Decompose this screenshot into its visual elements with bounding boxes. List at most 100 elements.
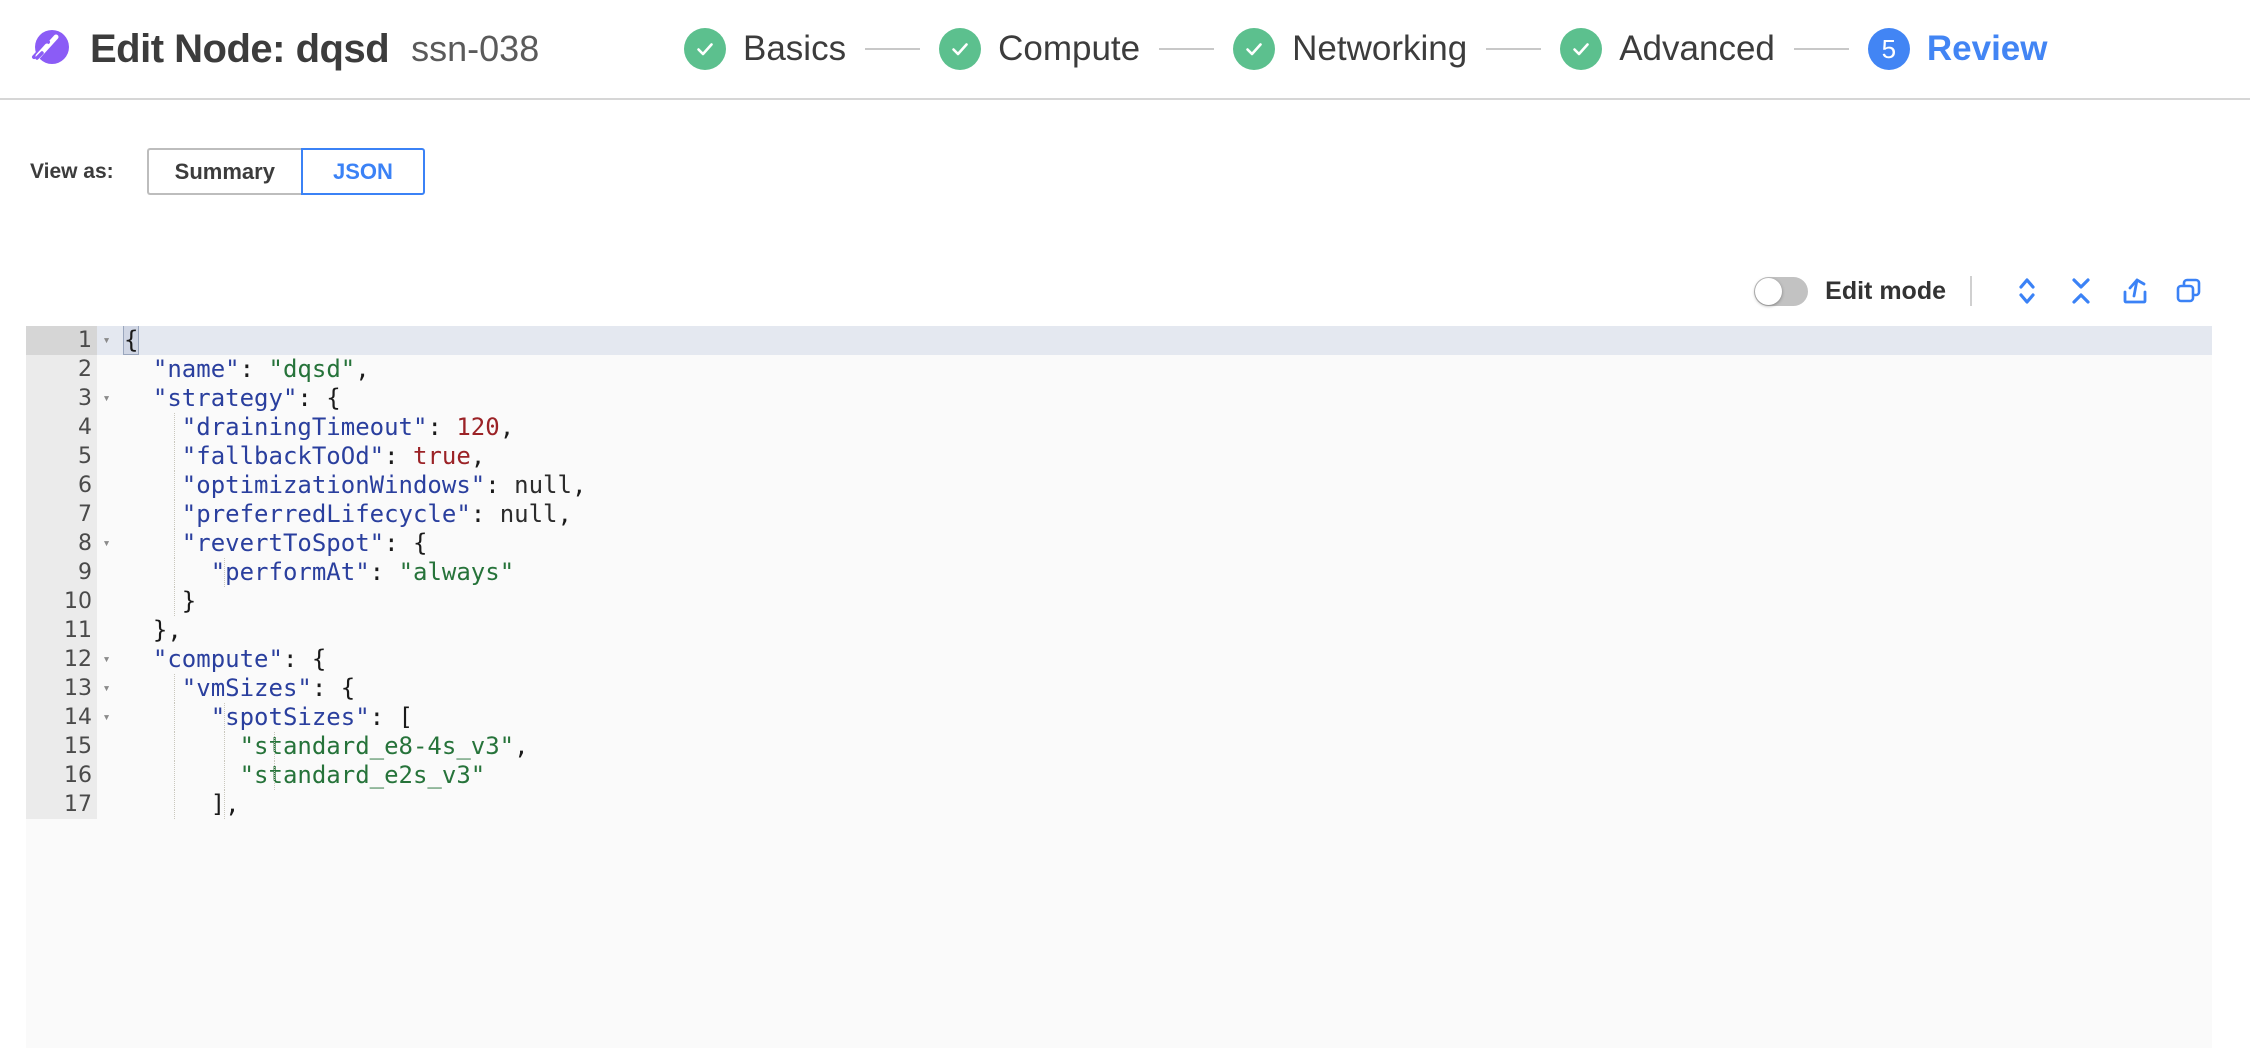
indent-guide (224, 558, 225, 587)
stepper-item-basics[interactable]: Basics (684, 28, 846, 70)
indent-space (124, 790, 211, 818)
stepper-item-advanced[interactable]: Advanced (1560, 28, 1775, 70)
collapse-all-icon[interactable] (2058, 271, 2104, 311)
line-number: 13 (64, 676, 92, 701)
stepper-item-label: Review (1926, 29, 2048, 68)
step-number-badge: 5 (1867, 28, 1910, 70)
fold-toggle-icon[interactable]: ▾ (102, 652, 111, 667)
expand-all-icon[interactable] (2004, 271, 2050, 311)
code-token: , (571, 471, 587, 499)
code-line[interactable]: 9▾ "performAt": "always" (26, 558, 2212, 587)
check-icon (1560, 28, 1603, 70)
code-line[interactable]: 7▾ "preferredLifecycle": null, (26, 500, 2212, 529)
indent-guide (174, 674, 175, 703)
line-number: 7 (78, 502, 92, 527)
indent-space (124, 645, 153, 673)
code-token: "vmSizes" (181, 674, 312, 702)
code-token: , (470, 442, 486, 470)
code-text: "drainingTimeout": 120, (116, 413, 2212, 442)
indent-guide (224, 732, 225, 761)
indent-guide (224, 761, 225, 790)
stepper-item-compute[interactable]: Compute (939, 28, 1140, 70)
line-number: 10 (64, 589, 92, 614)
spot-comet-logo-icon (26, 26, 72, 72)
code-text: "revertToSpot": { (116, 529, 2212, 558)
code-token: "spotSizes" (210, 703, 370, 731)
line-number-gutter: 10 (26, 587, 97, 616)
code-line[interactable]: 14▾ "spotSizes": [ (26, 703, 2212, 732)
indent-space (124, 703, 211, 731)
step-connector (1159, 48, 1215, 50)
code-text: ], (116, 790, 2212, 819)
code-token: : (239, 355, 269, 383)
line-number-gutter: 8 (26, 529, 97, 558)
step-number: 5 (1881, 34, 1897, 64)
code-line[interactable]: 8 ▾ "revertToSpot": { (26, 529, 2212, 558)
code-text: }, (116, 616, 2212, 645)
indent-guide (174, 471, 175, 500)
code-line[interactable]: 3▾ "strategy": { (26, 384, 2212, 413)
line-number: 17 (64, 792, 92, 817)
fold-toggle-icon[interactable]: ▾ (102, 391, 111, 406)
code-token: , (557, 500, 572, 528)
code-token: "performAt" (210, 558, 370, 586)
json-code-editor[interactable]: 1▾{2▾ "name": "dqsd",3▾ "strategy": {4▾ … (26, 326, 2212, 1048)
code-line[interactable]: 15▾ "standard_e8-4s_v3", (26, 732, 2212, 761)
code-line[interactable]: 1▾{ (26, 326, 2212, 355)
indent-guide (174, 587, 175, 616)
line-number-gutter: 13 (26, 674, 97, 703)
line-number-gutter: 15 (26, 732, 97, 761)
code-line[interactable]: 11▾ }, (26, 616, 2212, 645)
code-line[interactable]: 13▾ "vmSizes": { (26, 674, 2212, 703)
fold-toggle-icon[interactable]: ▾ (102, 536, 111, 551)
view-as-option-summary[interactable]: Summary (146, 148, 301, 195)
indent-space (124, 616, 153, 644)
check-icon (684, 28, 726, 70)
code-line[interactable]: 4▾ "drainingTimeout": 120, (26, 413, 2212, 442)
copy-icon[interactable] (2166, 271, 2212, 311)
step-connector (1793, 48, 1849, 50)
code-token: { (122, 326, 140, 355)
fold-toggle-icon[interactable]: ▾ (102, 710, 111, 725)
code-text: "strategy": { (116, 384, 2212, 413)
code-token: : (470, 500, 500, 528)
code-token: , (355, 355, 370, 383)
code-token: "strategy" (152, 384, 298, 412)
code-token: : (369, 558, 399, 586)
code-token: , (514, 732, 529, 760)
fold-toggle-icon[interactable]: ▾ (102, 333, 111, 348)
code-line[interactable]: 12▾ "compute": { (26, 645, 2212, 674)
stepper-item-review[interactable]: 5 Review (1867, 28, 2048, 70)
code-text: "optimizationWindows": null, (116, 471, 2212, 500)
line-number-gutter: 5 (26, 442, 97, 471)
code-line[interactable]: 6▾ "optimizationWindows": null, (26, 471, 2212, 500)
line-number: 11 (64, 618, 92, 643)
page-subtitle: ssn-038 (411, 28, 540, 69)
code-line[interactable]: 5▾ "fallbackToOd": true, (26, 442, 2212, 471)
line-number-gutter: 11 (26, 616, 97, 645)
page-title: Edit Node: dqsd (90, 26, 390, 71)
check-icon (939, 28, 982, 70)
fold-toggle-icon[interactable]: ▾ (102, 681, 111, 696)
header-title-group: Edit Node: dqsd ssn-038 (26, 0, 672, 98)
code-line[interactable]: 2▾ "name": "dqsd", (26, 355, 2212, 384)
view-as-option-json[interactable]: JSON (300, 148, 425, 195)
check-icon (1233, 28, 1276, 70)
code-line[interactable]: 10▾ } (26, 587, 2212, 616)
code-line[interactable]: 17▾ ], (26, 790, 2212, 819)
code-text: "compute": { (116, 645, 2212, 674)
indent-guide (274, 732, 275, 761)
export-icon[interactable] (2112, 271, 2158, 311)
code-line[interactable]: 16▾ "standard_e2s_v3" (26, 761, 2212, 790)
code-token: } (181, 587, 197, 615)
line-number-gutter: 16 (26, 761, 97, 790)
indent-guide (174, 529, 175, 558)
indent-space (124, 355, 153, 383)
stepper-item-networking[interactable]: Networking (1233, 28, 1467, 70)
view-as-label: View as: (30, 159, 114, 183)
edit-mode-toggle[interactable] (1754, 276, 1809, 306)
indent-guide (174, 413, 175, 442)
code-text: { (116, 326, 2212, 355)
